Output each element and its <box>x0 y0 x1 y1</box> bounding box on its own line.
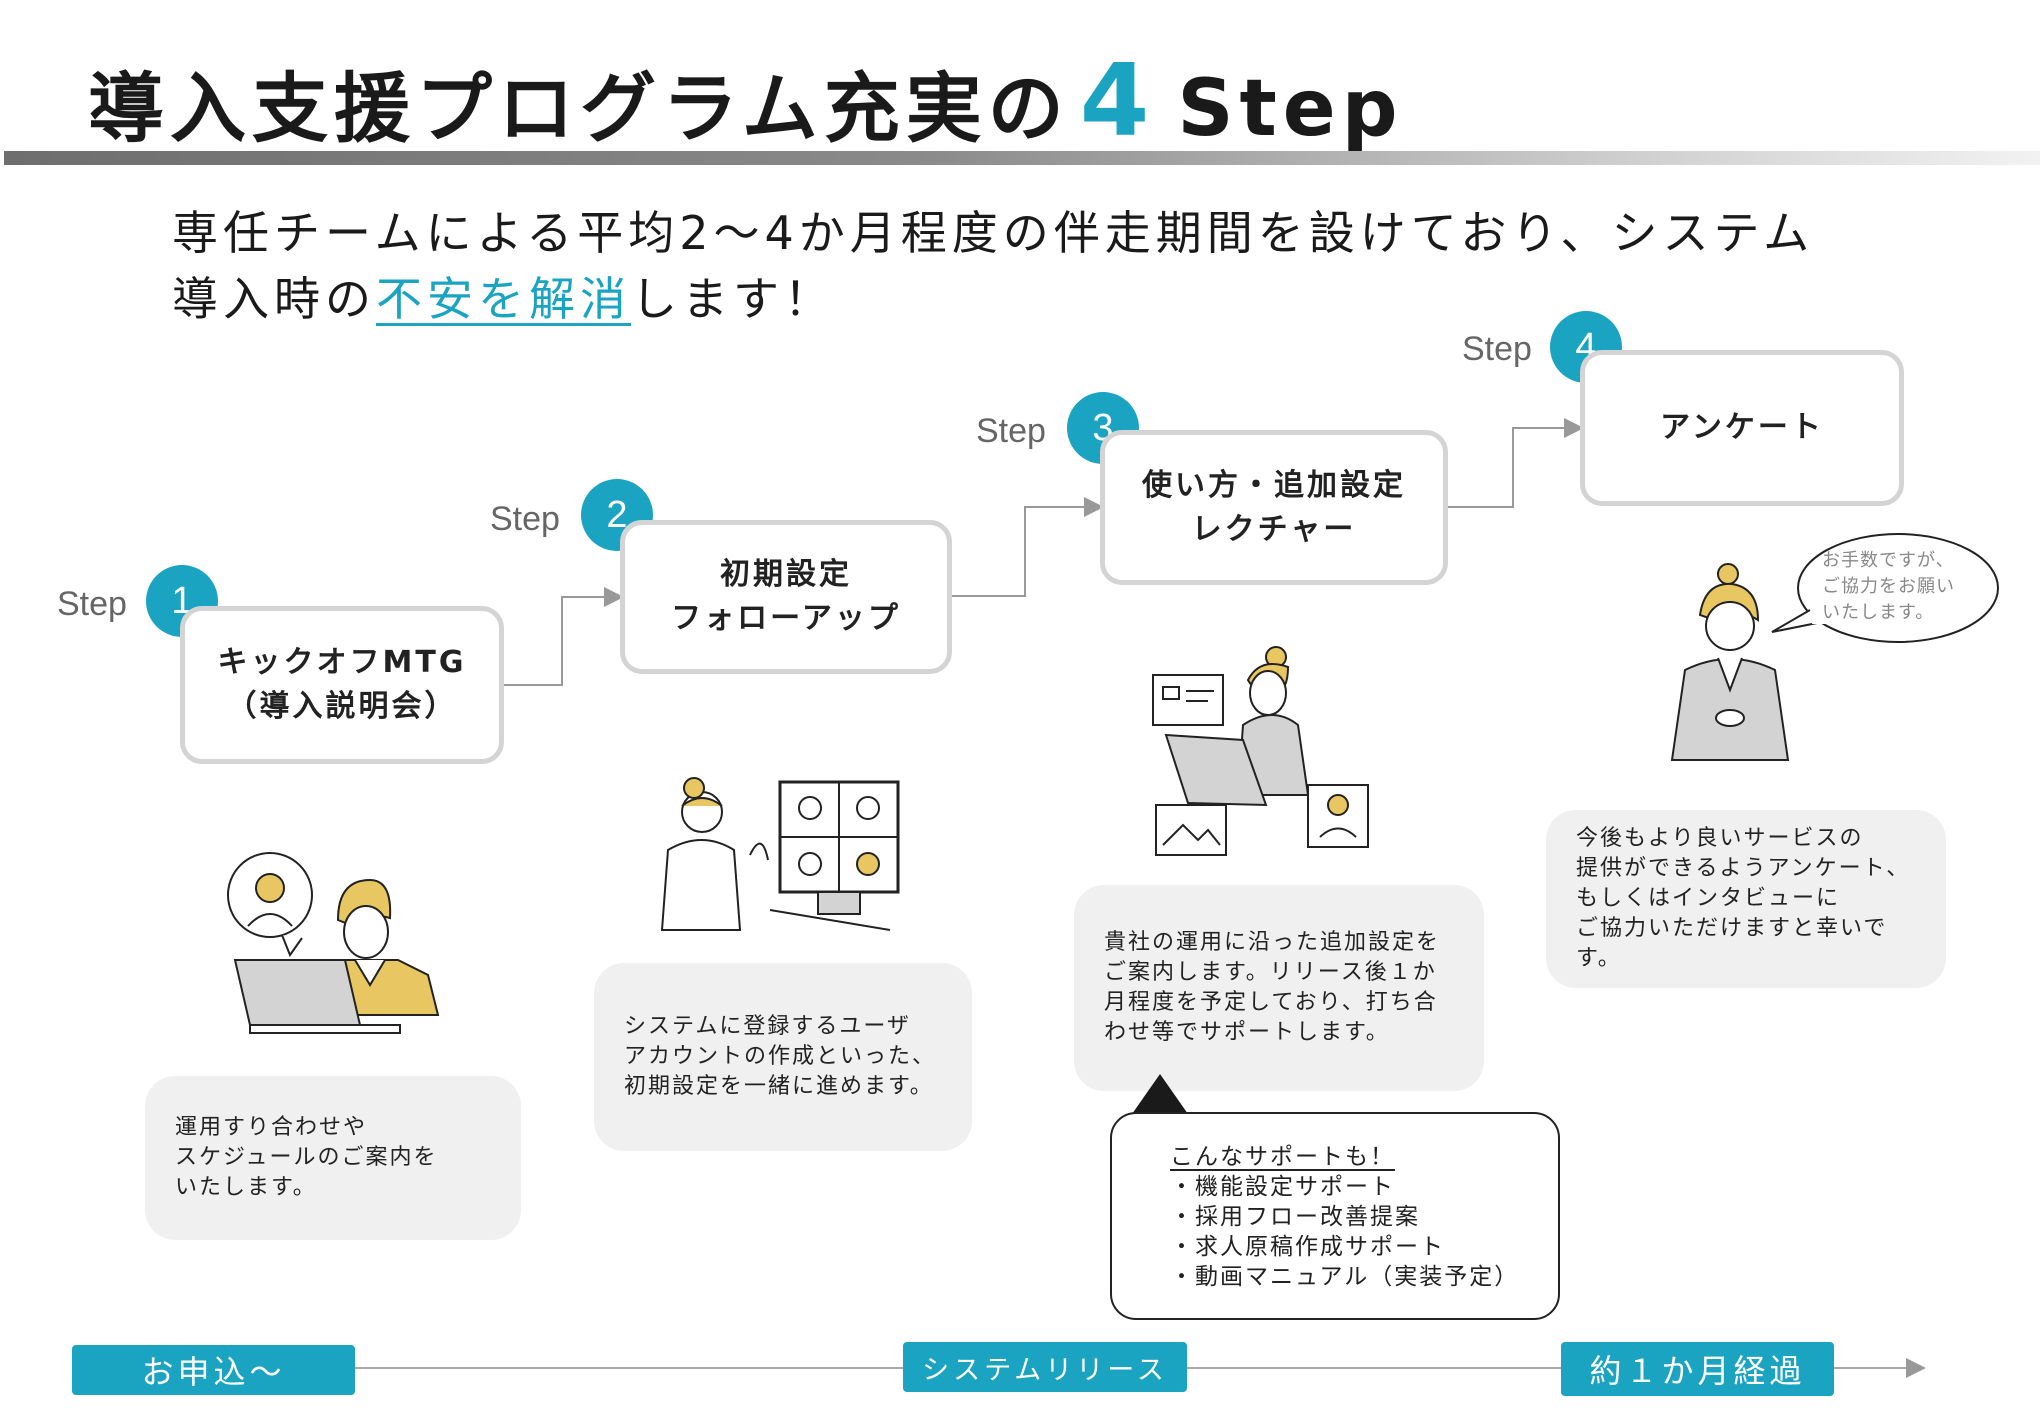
step-1-box: キックオフMTG（導入説明会） <box>180 606 504 764</box>
step-1-label: Step <box>57 585 127 623</box>
support-title: こんなサポートも！ <box>1170 1144 1395 1170</box>
lead-line-2: 導入時の不安を解消します！ <box>172 272 835 326</box>
step-4-description: 今後もより良いサービスの提供ができるようアンケート、もしくはインタビューにご協力… <box>1546 810 1946 988</box>
support-item: ・採用フロー改善提案 <box>1170 1204 1420 1230</box>
step-4-label: Step <box>1462 330 1532 368</box>
timeline-start: お申込～ <box>72 1345 355 1395</box>
step-1-description: 運用すり合わせやスケジュールのご案内をいたします。 <box>145 1076 521 1240</box>
title-underline-bar <box>4 151 2040 165</box>
step-3-description: 貴社の運用に沿った追加設定をご案内します。リリース後１か月程度を予定しており、打… <box>1074 885 1484 1091</box>
support-bubble-pointer <box>1132 1074 1188 1114</box>
support-item: ・求人原稿作成サポート <box>1170 1234 1445 1260</box>
step-2-badge: 2 <box>581 479 653 551</box>
step-2-description: システムに登録するユーザアカウントの作成といった、初期設定を一緒に進めます。 <box>594 963 972 1151</box>
step-4-box: アンケート <box>1580 350 1904 506</box>
speech-bubble-shape <box>1771 533 1999 643</box>
step-2-label: Step <box>490 500 560 538</box>
timeline-one-month: 約１か月経過 <box>1561 1342 1834 1396</box>
survey-illustration <box>1670 563 1790 761</box>
lecture-illustration <box>1152 646 1369 856</box>
step-2-box: 初期設定フォローアップ <box>620 520 952 674</box>
lead-text: 専任チームによる平均2～4か月程度の伴走期間を設けており、システム 導入時の不安… <box>172 200 1814 332</box>
support-item: ・機能設定サポート <box>1170 1174 1395 1200</box>
lead-line-1: 専任チームによる平均2～4か月程度の伴走期間を設けており、システム <box>172 206 1815 260</box>
video-call-illustration <box>660 777 900 931</box>
support-item: ・動画マニュアル（実装予定） <box>1170 1264 1520 1290</box>
title-step-word: Step <box>1177 64 1404 154</box>
support-bubble: こんなサポートも！ ・機能設定サポート ・採用フロー改善提案 ・求人原稿作成サポ… <box>1110 1112 1560 1320</box>
step-3-box: 使い方・追加設定レクチャー <box>1100 430 1448 585</box>
step-3-label: Step <box>976 412 1046 450</box>
lead-highlight: 不安を解消 <box>376 272 631 326</box>
speech-bubble-text: お手数ですが、ご協力をお願いいたします。 <box>1822 550 1955 623</box>
kickoff-illustration <box>227 852 440 1034</box>
timeline-release: システムリリース <box>903 1342 1187 1392</box>
title-step-count: 4 <box>1079 42 1156 159</box>
